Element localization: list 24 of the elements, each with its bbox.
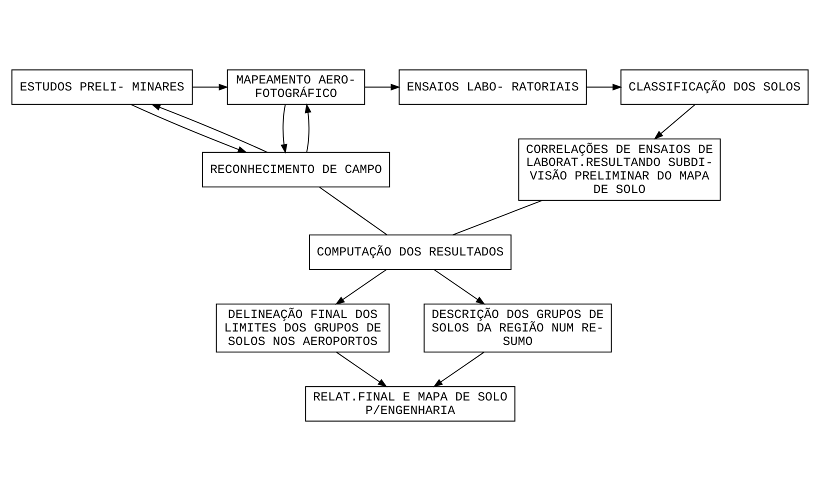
node-box: COMPUTAÇÃO DOS RESULTADOS	[308, 234, 512, 270]
connector	[318, 186, 388, 235]
node-box: ESTUDOS PRELI- MINARES	[11, 68, 193, 104]
arrow	[130, 104, 248, 152]
arrow	[433, 351, 484, 387]
arrow	[654, 104, 696, 140]
node-box: RECONHECIMENTO DE CAMPO	[202, 151, 390, 187]
node-box: DESCRIÇÃO DOS GRUPOS DE SOLOS DA REGIÃO NUM RE- SUMO	[424, 303, 612, 352]
node-box: RELAT.FINAL E MAPA DE SOLO P/ENGENHARIA	[305, 386, 516, 422]
arrow	[335, 268, 387, 304]
arrow	[192, 83, 228, 90]
arrow	[280, 104, 288, 154]
arrow	[586, 83, 622, 90]
node-box: CORRELAÇÕES DE ENSAIOS DE LABORAT.RESULTANDO SUBDI- VISÃO PRELIMINAR DO MAPA DE SOLO	[518, 138, 721, 200]
arrow	[304, 102, 312, 152]
node-box: CLASSIFICAÇÃO DOS SOLOS	[620, 68, 809, 104]
arrow	[336, 351, 388, 387]
node-box: ENSAIOS LABO- RATORIAIS	[398, 68, 587, 104]
node-box: DELINEAÇÃO FINAL DOS LIMITES DOS GRUPOS DE SOLOS NOS AEROPORTOS	[216, 303, 390, 352]
arrow	[434, 268, 486, 304]
connector	[452, 199, 543, 235]
arrow	[364, 83, 400, 90]
node-box: MAPEAMENTO AERO- FOTOGRÁFICO	[226, 68, 366, 104]
arrow	[150, 103, 268, 152]
